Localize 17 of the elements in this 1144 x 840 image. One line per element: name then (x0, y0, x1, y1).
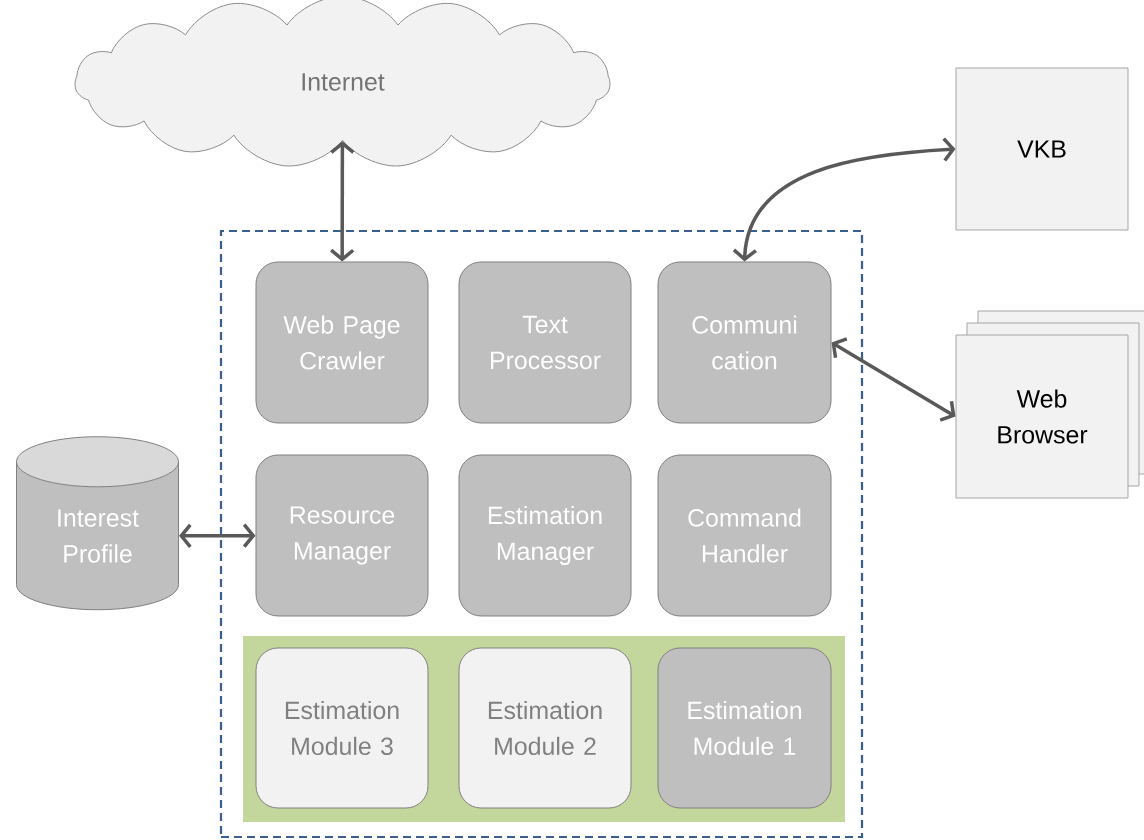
process-box: Estimation Manager (458, 454, 632, 617)
document-box: VKB (955, 67, 1129, 231)
arrow (831, 337, 956, 422)
arrow (330, 141, 355, 262)
arrow (732, 137, 956, 262)
process-box: Communi cation (657, 261, 832, 424)
process-box: Estimation Module 3 (255, 647, 429, 809)
process-box: Command Handler (657, 454, 832, 617)
process-box: Web Page Crawler (255, 261, 429, 424)
process-box: Estimation Module 2 (458, 647, 632, 809)
database-cylinder: Interest Profile (16, 436, 179, 611)
dashed-container (219, 229, 864, 839)
process-box: Text Processor (458, 261, 632, 424)
document-stack: Web Browser (955, 310, 1144, 499)
process-box: Estimation Module 1 (657, 647, 832, 809)
arrow (179, 523, 256, 548)
process-box: Resource Manager (255, 454, 429, 617)
